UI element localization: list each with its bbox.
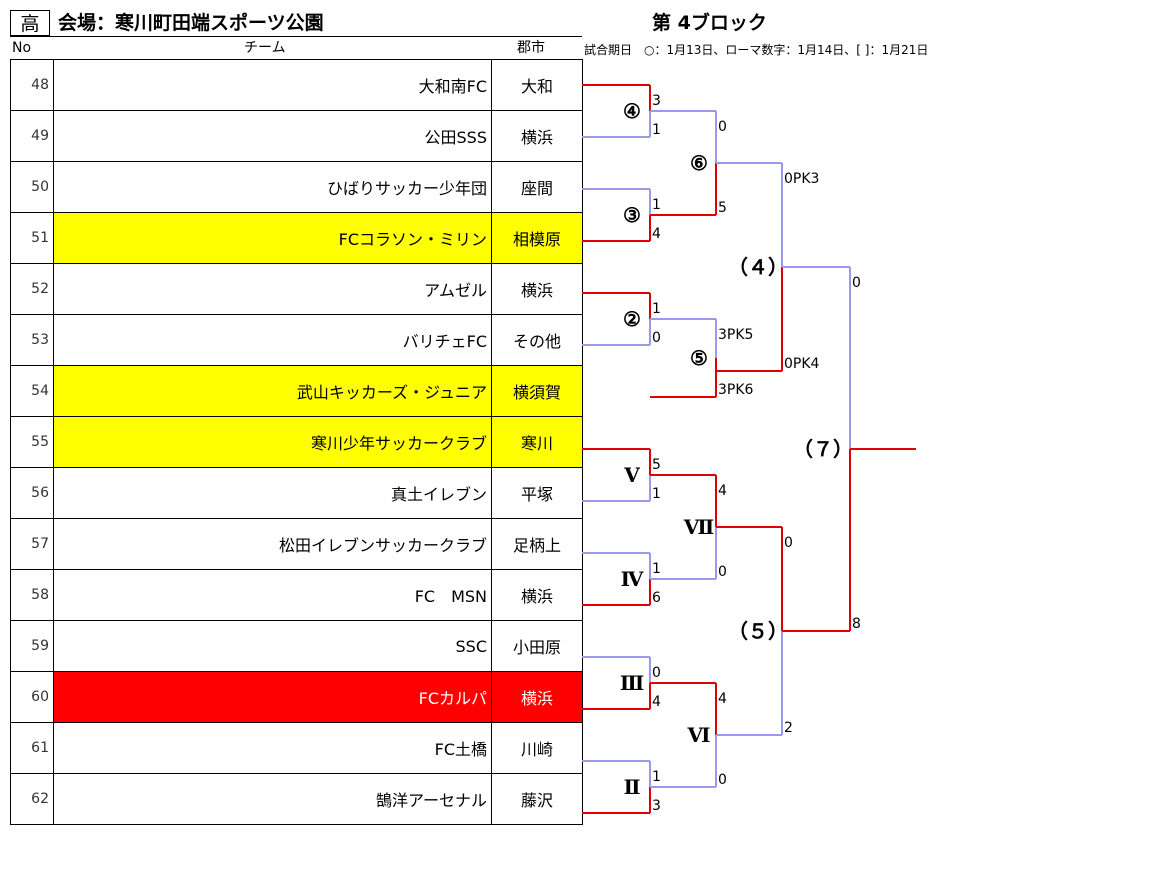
score-top: 4 (718, 691, 727, 707)
score-top: 3PK5 (718, 327, 753, 343)
team-city: 足柄上 (491, 518, 583, 570)
match-label: ③ (623, 203, 641, 227)
team-city: 座間 (491, 161, 583, 213)
team-city: その他 (491, 314, 583, 366)
score-bottom: 5 (718, 200, 727, 216)
team-city: 横浜 (491, 671, 583, 723)
score-top: 1 (652, 301, 661, 317)
team-city: 横浜 (491, 263, 583, 315)
division-badge: 高 (10, 10, 50, 36)
score-top: 0 (652, 665, 661, 681)
team-city: 寒川 (491, 416, 583, 468)
block-title: 第 4ブロック (652, 12, 767, 34)
match-label: （４） (728, 255, 788, 279)
column-header-team: チーム (244, 40, 286, 56)
score-bottom: 1 (652, 122, 661, 138)
header-divider (10, 36, 582, 37)
column-header-no: No (12, 40, 32, 56)
score-bottom: 0PK4 (784, 356, 820, 372)
score-bottom: 2 (784, 720, 793, 736)
match-label: ④ (623, 99, 641, 123)
team-city: 川崎 (491, 722, 583, 774)
team-name: 武山キッカーズ・ジュニア (53, 365, 492, 417)
score-bottom: 6 (652, 590, 661, 606)
team-number: 49 (10, 110, 54, 162)
venue-title: 会場：寒川町田端スポーツ公園 (58, 12, 324, 34)
score-bottom: 4 (652, 226, 661, 242)
team-number: 57 (10, 518, 54, 570)
match-label: Ⅵ (687, 723, 711, 747)
score-bottom: 3 (652, 798, 661, 814)
score-bottom: 4 (652, 694, 661, 710)
match-label: Ⅳ (621, 567, 644, 591)
schedule-note: 試合期日 ○：1月13日、ローマ数字：1月14日、[ ]：1月21日 (584, 43, 929, 57)
team-city: 平塚 (491, 467, 583, 519)
team-name: 鵠洋アーセナル (53, 773, 492, 825)
team-number: 54 (10, 365, 54, 417)
match-label: ⑥ (690, 151, 708, 175)
team-number: 58 (10, 569, 54, 621)
score-bottom: 0 (652, 330, 661, 346)
match-label: （７） (793, 437, 853, 461)
match-label: Ⅶ (683, 515, 715, 539)
team-city: 横須賀 (491, 365, 583, 417)
match-label: Ⅱ (624, 775, 641, 799)
score-top: 5 (652, 457, 661, 473)
score-top: 0PK3 (784, 171, 819, 187)
team-number: 59 (10, 620, 54, 672)
team-name: 寒川少年サッカークラブ (53, 416, 492, 468)
team-city: 横浜 (491, 110, 583, 162)
score-top: 1 (652, 561, 661, 577)
team-name: FCコラソン・ミリン (53, 212, 492, 264)
team-number: 55 (10, 416, 54, 468)
team-name: FCカルパ (53, 671, 492, 723)
match-label: V (623, 463, 640, 487)
match-label: ⑤ (690, 346, 708, 370)
team-number: 50 (10, 161, 54, 213)
score-top: 0 (784, 535, 793, 551)
team-name: 松田イレブンサッカークラブ (53, 518, 492, 570)
team-city: 相模原 (491, 212, 583, 264)
team-city: 藤沢 (491, 773, 583, 825)
team-name: バリチェFC (53, 314, 492, 366)
score-bottom: 0 (718, 564, 727, 580)
score-top: 0 (718, 119, 727, 135)
team-name: SSC (53, 620, 492, 672)
score-top: 1 (652, 769, 661, 785)
score-bottom: 8 (852, 616, 861, 632)
match-label: ② (623, 307, 641, 331)
column-header-city: 郡市 (517, 40, 545, 56)
team-number: 53 (10, 314, 54, 366)
score-bottom: 1 (652, 486, 661, 502)
match-label: Ⅲ (620, 671, 644, 695)
score-top: 0 (852, 275, 861, 291)
score-top: 4 (718, 483, 727, 499)
score-bottom: 0 (718, 772, 727, 788)
score-bottom: 3PK6 (718, 382, 754, 398)
score-top: 3 (652, 93, 661, 109)
team-number: 56 (10, 467, 54, 519)
match-label: （５） (728, 619, 788, 643)
team-name: FC土橋 (53, 722, 492, 774)
team-city: 横浜 (491, 569, 583, 621)
score-top: 1 (652, 197, 661, 213)
